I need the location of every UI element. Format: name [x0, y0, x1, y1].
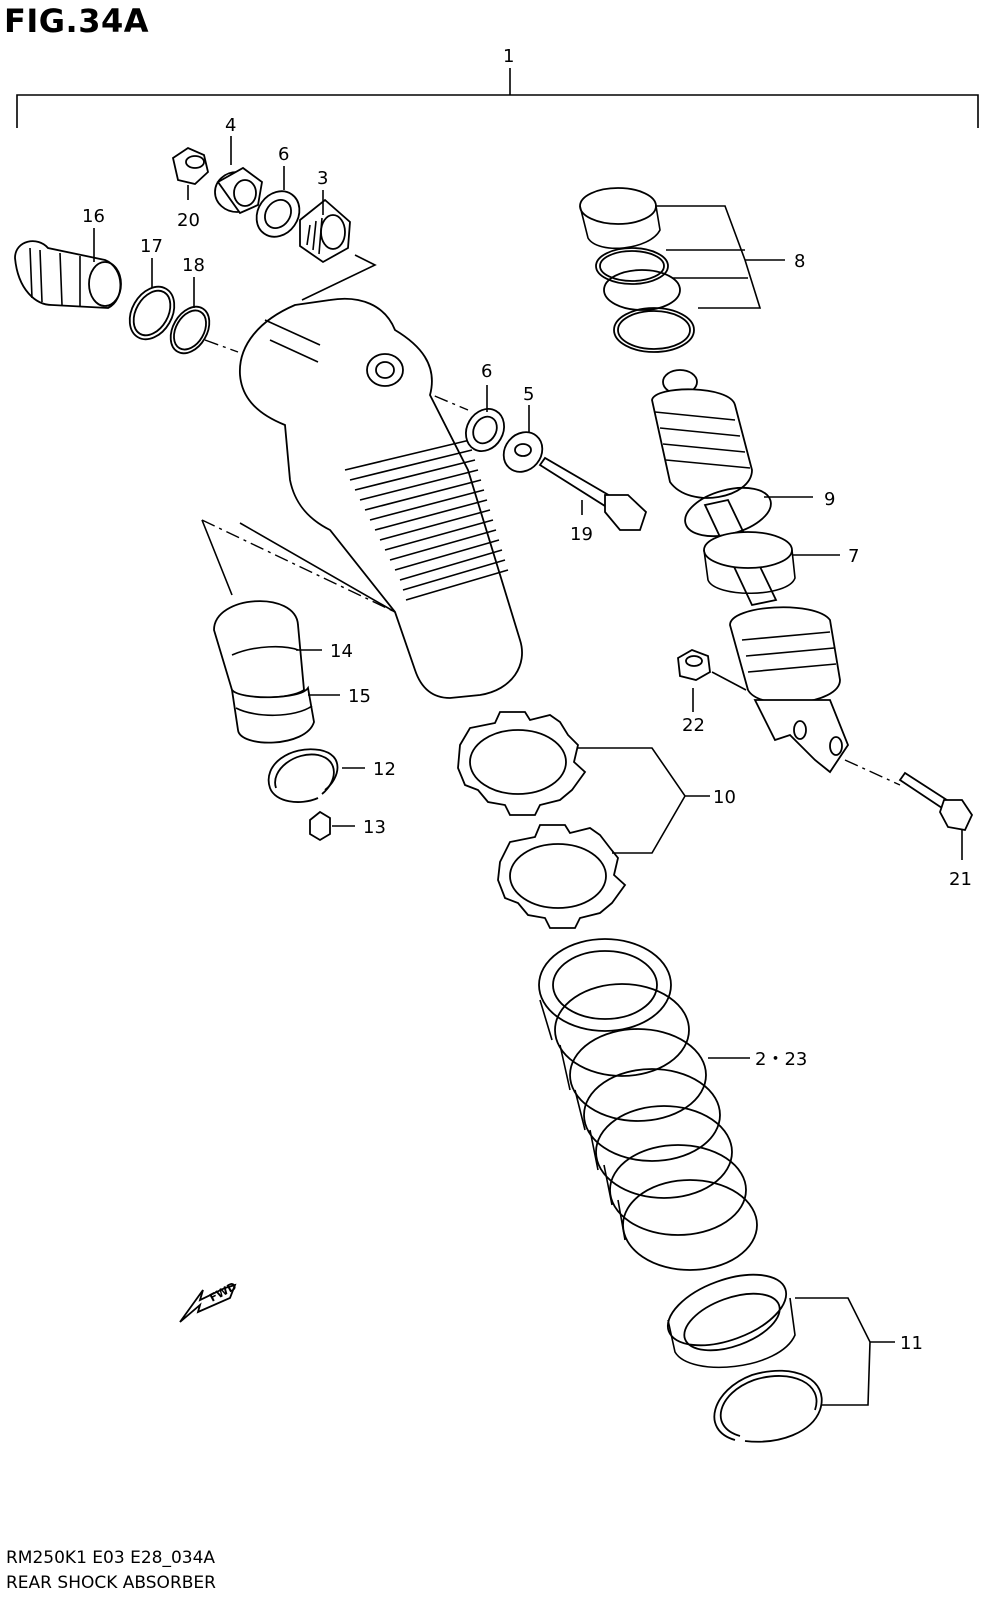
callout-12: 12 [373, 759, 396, 780]
callout-15: 15 [348, 686, 371, 707]
callout-14: 14 [330, 641, 353, 662]
part-7-collar [703, 531, 796, 595]
leader-lines [93, 136, 963, 1406]
part-2-spring [538, 938, 758, 1271]
part-5-washer [502, 431, 544, 473]
callout-6-lower: 6 [481, 361, 492, 382]
part-14-bladder [213, 600, 305, 699]
part-15-cap [230, 685, 315, 744]
callout-6-upper: 6 [278, 144, 289, 165]
callout-11: 11 [900, 1333, 923, 1354]
callout-19: 19 [570, 524, 593, 545]
assembly-bracket [16, 68, 979, 128]
part-10-locknut-upper [457, 711, 587, 816]
callout-3: 3 [317, 168, 328, 189]
part-22-nut [677, 649, 711, 681]
part-18-oring [169, 305, 211, 355]
callout-13: 13 [363, 817, 386, 838]
axis-line-16 [204, 339, 239, 353]
callout-9: 9 [824, 489, 835, 510]
part-11-clip [713, 1369, 823, 1443]
callout-22: 22 [682, 715, 705, 736]
part-13-nut [309, 810, 331, 842]
part-3-bearing [299, 198, 351, 264]
callout-7: 7 [848, 546, 859, 567]
damper-rod-assembly [651, 369, 850, 774]
callout-8: 8 [794, 251, 805, 272]
leader-bearing-body [301, 254, 377, 301]
callout-5: 5 [523, 384, 534, 405]
callout-21: 21 [949, 869, 972, 890]
figure-name: REAR SHOCK ABSORBER [6, 1573, 216, 1593]
leader-22 [711, 671, 747, 691]
axis-line-6 [384, 374, 469, 411]
part-17-oring [128, 285, 176, 341]
part-20-nut [171, 146, 209, 185]
part-12-circlip [267, 748, 339, 803]
axis-line-14 [201, 519, 396, 613]
callout-2-23: 2・23 [755, 1049, 807, 1070]
part-11-seat [666, 1273, 796, 1369]
axis-line-21 [844, 759, 901, 786]
callout-4: 4 [225, 115, 236, 136]
fwd-arrow-icon: FWD [179, 1280, 239, 1323]
part-16-valve [14, 240, 122, 309]
figure-code: RM250K1 E03 E28_034A [6, 1548, 216, 1568]
part-6-seal-upper [255, 190, 301, 238]
part-21-bolt [898, 771, 974, 832]
part-10-locknut-lower [497, 824, 627, 929]
figure-title: FIG.34A [4, 2, 149, 40]
part-4-collar [214, 166, 263, 215]
part-6-seal-lower [465, 408, 505, 452]
callout-20: 20 [177, 210, 200, 231]
callout-1: 1 [503, 46, 514, 67]
callout-17: 17 [140, 236, 163, 257]
part-19-bolt [538, 456, 648, 531]
part-8-rings [579, 187, 695, 353]
shock-body [239, 297, 523, 699]
callout-10: 10 [713, 787, 736, 808]
leader-14 [201, 519, 396, 613]
callout-16: 16 [82, 206, 105, 227]
callout-18: 18 [182, 255, 205, 276]
